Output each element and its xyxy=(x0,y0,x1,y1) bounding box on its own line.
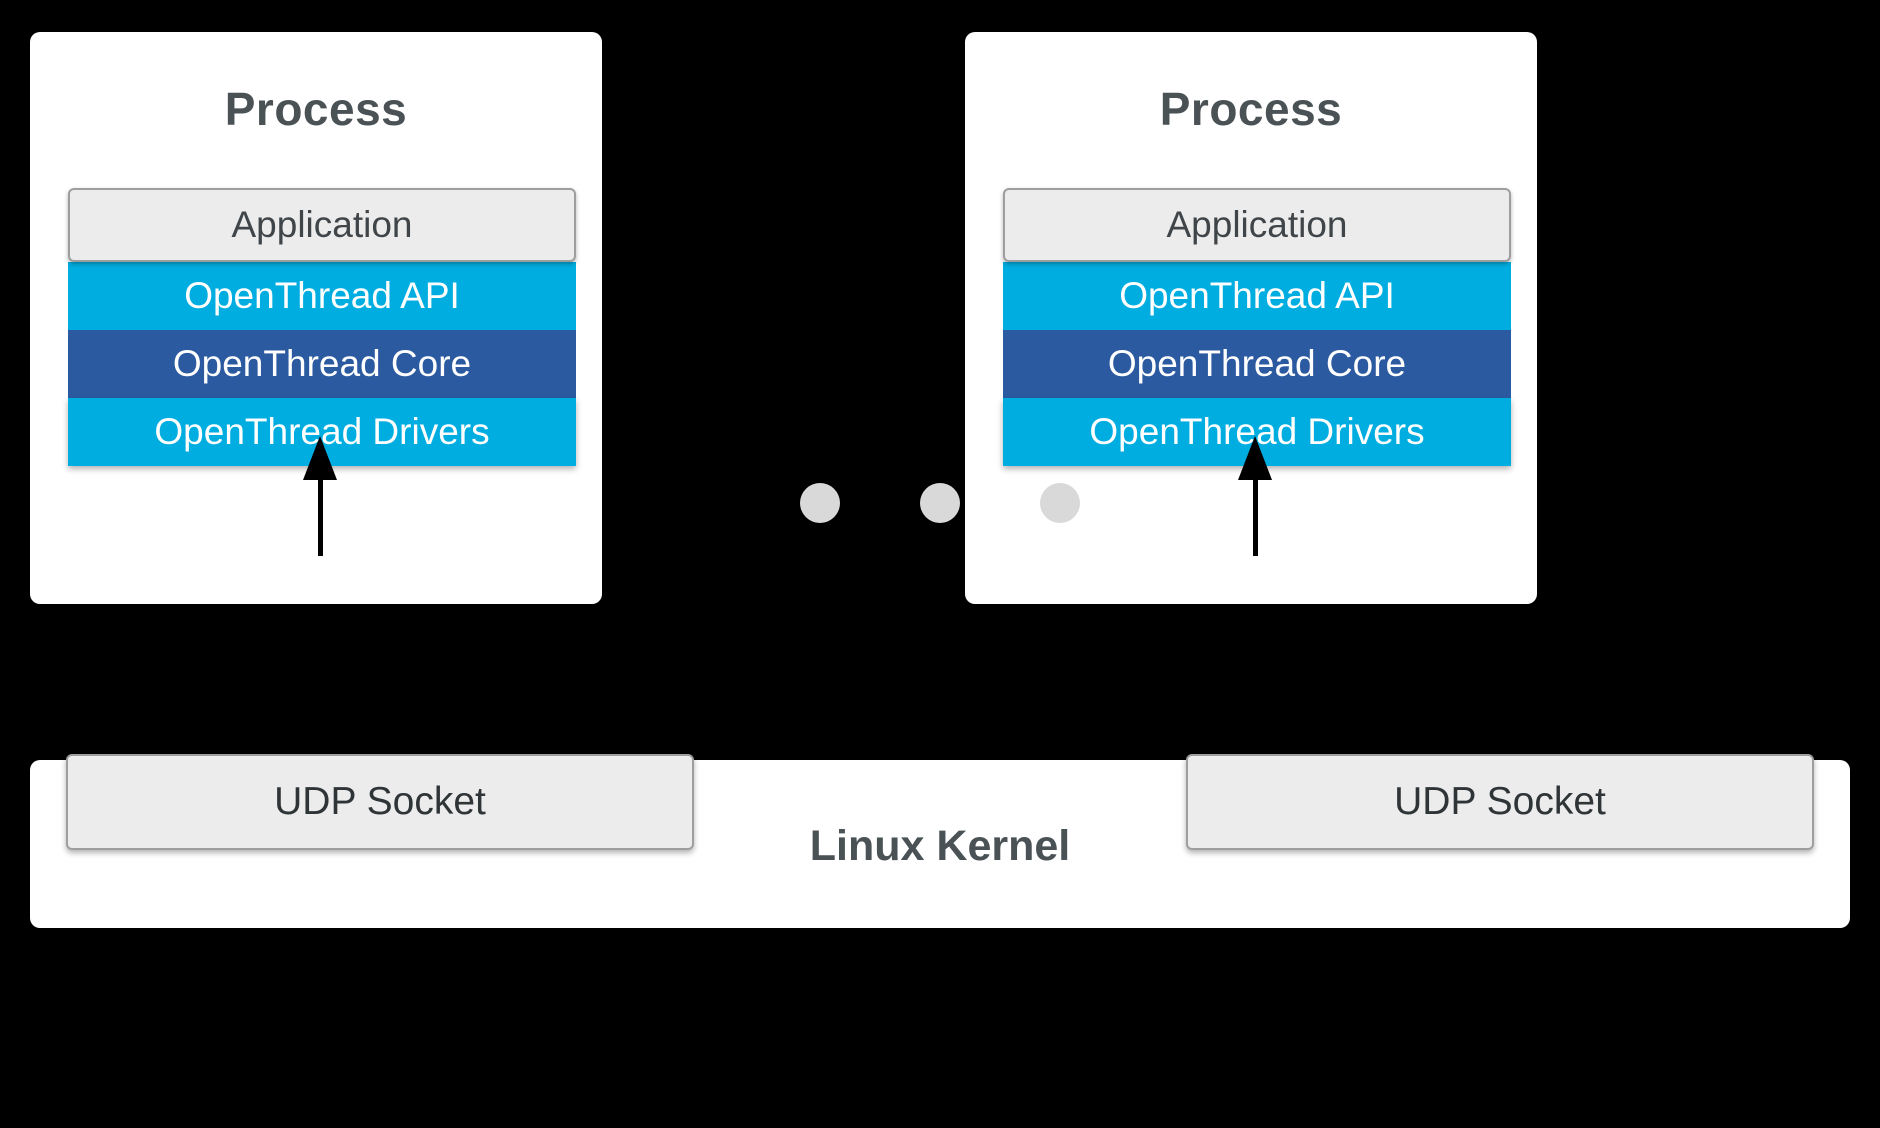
ellipsis-dots xyxy=(800,483,1080,525)
layer-application-right[interactable]: Application xyxy=(1003,188,1511,262)
layer-application-left[interactable]: Application xyxy=(68,188,576,262)
ellipsis-dot-icon-3 xyxy=(1040,483,1080,523)
ellipsis-dot-icon-2 xyxy=(920,483,960,523)
udp-socket-box-left[interactable]: UDP Socket xyxy=(66,754,694,850)
udp-socket-box-right[interactable]: UDP Socket xyxy=(1186,754,1814,850)
process-title-right: Process xyxy=(1159,83,1343,135)
arrow-shaft-left xyxy=(318,476,323,556)
linux-kernel-label: Linux Kernel xyxy=(809,822,1071,870)
arrow-head-icon-right xyxy=(1238,436,1272,480)
arrow-head-icon-left xyxy=(303,436,337,480)
ellipsis-dot-icon-1 xyxy=(800,483,840,523)
process-panel-left: Process Application OpenThread API OpenT… xyxy=(30,32,602,604)
layer-openthread-api-right[interactable]: OpenThread API xyxy=(1003,262,1511,330)
process-title-left: Process xyxy=(224,83,408,135)
arrow-shaft-right xyxy=(1253,476,1258,556)
layer-stack-left: Application OpenThread API OpenThread Co… xyxy=(68,188,576,466)
linux-kernel-panel: UDP Socket UDP Socket Linux Kernel xyxy=(30,754,1850,928)
layer-openthread-core-left[interactable]: OpenThread Core xyxy=(68,330,576,398)
layer-openthread-api-left[interactable]: OpenThread API xyxy=(68,262,576,330)
layer-stack-right: Application OpenThread API OpenThread Co… xyxy=(1003,188,1511,466)
layer-openthread-core-right[interactable]: OpenThread Core xyxy=(1003,330,1511,398)
